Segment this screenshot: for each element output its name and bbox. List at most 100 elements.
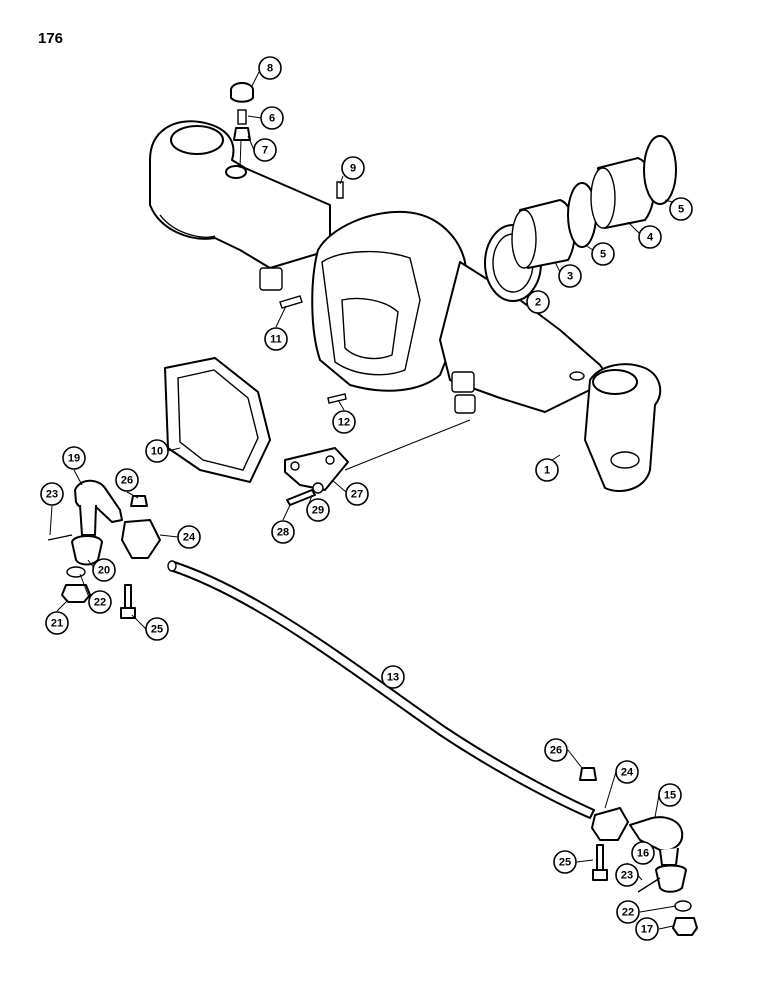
- callout-label: 5: [600, 249, 606, 261]
- callout-label: 9: [350, 163, 356, 175]
- callout-5: 5: [669, 197, 693, 221]
- callout-28: 28: [271, 520, 295, 544]
- callout-label: 28: [277, 527, 289, 539]
- callout-circle: [62, 446, 86, 470]
- callout-29: 29: [306, 498, 330, 522]
- callout-6: 6: [260, 106, 284, 130]
- callout-1: 1: [535, 458, 559, 482]
- callout-circle: [616, 900, 640, 924]
- callout-19: 19: [62, 446, 86, 470]
- callout-23: 23: [40, 482, 64, 506]
- callout-22: 22: [616, 900, 640, 924]
- tie-rod: [167, 560, 595, 819]
- cover-gasket: [164, 357, 271, 483]
- callout-label: 25: [151, 624, 163, 636]
- callout-8: 8: [258, 56, 282, 80]
- callout-circle: [264, 327, 288, 351]
- callout-4: 4: [638, 225, 662, 249]
- callout-circle: [381, 665, 405, 689]
- callout-circle: [341, 156, 365, 180]
- callout-7: 7: [253, 138, 277, 162]
- callout-17: 17: [635, 917, 659, 941]
- callout-24: 24: [177, 525, 201, 549]
- callout-circle: [88, 590, 112, 614]
- callout-circle: [332, 410, 356, 434]
- callout-24: 24: [615, 760, 639, 784]
- callout-label: 10: [151, 446, 163, 458]
- callout-15: 15: [658, 783, 682, 807]
- callout-label: 13: [387, 672, 399, 684]
- callout-label: 12: [338, 417, 350, 429]
- callout-label: 11: [270, 334, 282, 346]
- callout-label: 29: [312, 505, 324, 517]
- callout-label: 26: [121, 475, 133, 487]
- bracket: [284, 447, 349, 491]
- callout-label: 1: [544, 465, 550, 477]
- callout-circle: [526, 290, 550, 314]
- callout-25: 25: [553, 850, 577, 874]
- callout-label: 24: [183, 532, 196, 544]
- callout-27: 27: [345, 482, 369, 506]
- callout-circle: [115, 468, 139, 492]
- callout-circle: [638, 225, 662, 249]
- callout-label: 4: [647, 232, 654, 244]
- callout-circle: [615, 863, 639, 887]
- callout-circle: [345, 482, 369, 506]
- callout-circle: [635, 917, 659, 941]
- callout-20: 20: [92, 558, 116, 582]
- callout-3: 3: [558, 264, 582, 288]
- callout-label: 15: [664, 790, 676, 802]
- callout-label: 8: [267, 63, 273, 75]
- callout-circle: [658, 783, 682, 807]
- callout-circle: [92, 558, 116, 582]
- callout-circle: [615, 760, 639, 784]
- callout-label: 24: [621, 767, 634, 779]
- callout-23: 23: [615, 863, 639, 887]
- callout-11: 11: [264, 327, 288, 351]
- callout-label: 27: [351, 489, 363, 501]
- callout-5: 5: [591, 242, 615, 266]
- callout-circle: [145, 617, 169, 641]
- callout-label: 5: [678, 204, 684, 216]
- small-pins: [279, 295, 347, 506]
- callout-21: 21: [45, 611, 69, 635]
- callout-label: 23: [46, 489, 58, 501]
- callout-circle: [253, 138, 277, 162]
- callout-2: 2: [526, 290, 550, 314]
- callout-circle: [177, 525, 201, 549]
- callout-circle: [145, 439, 169, 463]
- callout-circle: [669, 197, 693, 221]
- callout-16: 16: [631, 841, 655, 865]
- callout-circle: [553, 850, 577, 874]
- callout-13: 13: [381, 665, 405, 689]
- callout-9: 9: [341, 156, 365, 180]
- callout-circle: [45, 611, 69, 635]
- axle-housing: [149, 120, 662, 492]
- callout-12: 12: [332, 410, 356, 434]
- callout-circle: [535, 458, 559, 482]
- callout-label: 23: [621, 870, 633, 882]
- callout-label: 21: [51, 618, 63, 630]
- callout-label: 17: [641, 924, 653, 936]
- left-tie-rod-end: [47, 479, 161, 619]
- bearing-stack: [484, 135, 677, 302]
- callout-circle: [258, 56, 282, 80]
- callouts-layer: 1234556789101112131516171920212222232324…: [40, 56, 693, 941]
- callout-label: 22: [94, 597, 106, 609]
- callout-label: 16: [637, 848, 649, 860]
- callout-circle: [558, 264, 582, 288]
- page-number: 176: [38, 30, 64, 47]
- callout-circle: [271, 520, 295, 544]
- callout-10: 10: [145, 439, 169, 463]
- callout-label: 6: [269, 113, 275, 125]
- callout-circle: [631, 841, 655, 865]
- callout-22: 22: [88, 590, 112, 614]
- callout-circle: [591, 242, 615, 266]
- callout-label: 3: [567, 271, 573, 283]
- callout-label: 25: [559, 857, 571, 869]
- callout-label: 26: [550, 745, 562, 757]
- callout-circle: [544, 738, 568, 762]
- callout-label: 7: [262, 145, 268, 157]
- callout-label: 2: [535, 297, 541, 309]
